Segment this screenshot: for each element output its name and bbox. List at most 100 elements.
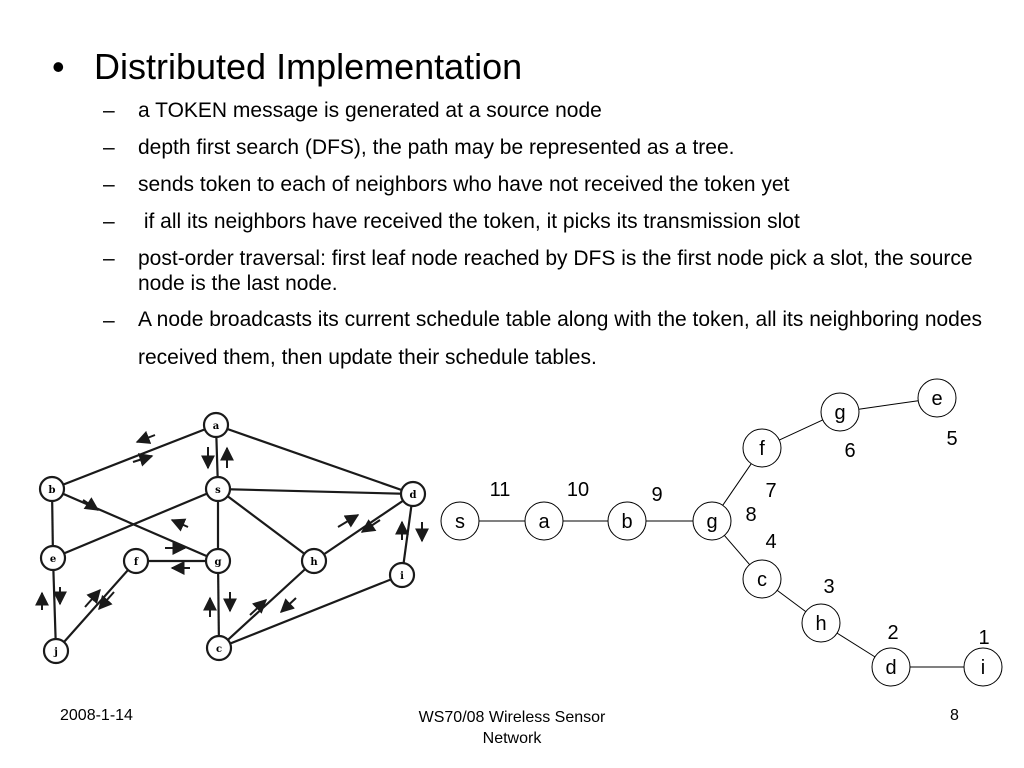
tree-edge xyxy=(724,535,750,565)
token-arrow xyxy=(98,591,115,611)
network-node xyxy=(300,547,328,575)
sub-bullet-text: a TOKEN message is generated at a source… xyxy=(138,99,602,122)
network-edge xyxy=(51,487,219,563)
network-node xyxy=(39,544,67,572)
token-arrow xyxy=(337,514,360,528)
network-node xyxy=(388,561,416,589)
dash-icon: – xyxy=(103,136,115,159)
network-node xyxy=(205,634,233,662)
network-edge xyxy=(215,423,414,496)
dash-icon: – xyxy=(103,309,115,332)
sub-bullet-text: depth first search (DFS), the path may b… xyxy=(138,136,735,159)
token-arrow xyxy=(132,453,154,467)
network-edge xyxy=(216,560,221,649)
network-edge xyxy=(51,423,217,491)
dfs-order-label: 5 xyxy=(946,428,957,450)
dash-icon: – xyxy=(103,173,115,196)
dfs-order-label: 11 xyxy=(490,479,511,501)
dash-icon: – xyxy=(103,247,115,270)
dfs-order-label: 3 xyxy=(823,576,834,598)
dfs-order-label: 7 xyxy=(765,480,776,502)
dfs-order-label: 8 xyxy=(745,504,756,526)
bullet-icon: • xyxy=(52,46,65,87)
network-node-label: i xyxy=(400,571,404,582)
network-node xyxy=(204,475,232,503)
network-edge xyxy=(55,560,137,652)
token-arrow xyxy=(170,518,189,532)
network-node xyxy=(42,637,70,665)
network-node xyxy=(38,475,66,503)
dfs-order-label: 10 xyxy=(567,479,589,501)
tree-node xyxy=(742,428,782,468)
dfs-order-label: 1 xyxy=(978,627,989,649)
network-node-label: h xyxy=(310,557,318,568)
slide-title: Distributed Implementation xyxy=(94,46,523,87)
tree-node xyxy=(742,559,782,599)
dfs-order-label: 9 xyxy=(651,484,662,506)
sub-bullet: –A node broadcasts its current schedule … xyxy=(103,308,983,377)
dfs-tree-edges xyxy=(479,400,964,668)
token-arrow xyxy=(135,430,156,444)
token-arrow xyxy=(84,588,101,608)
tree-edge xyxy=(836,632,876,658)
dfs-order-label: 2 xyxy=(887,622,898,644)
dfs-order-label: 4 xyxy=(765,531,776,553)
sub-bullet: –sends token to each of neighbors who ha… xyxy=(103,172,983,197)
sub-bullet-text: if all its neighbors have received the t… xyxy=(138,210,800,233)
tree-node-label: b xyxy=(621,511,632,533)
tree-node xyxy=(820,392,860,432)
network-node-label: s xyxy=(215,485,221,496)
network-node xyxy=(204,547,232,575)
tree-node-label: e xyxy=(931,388,942,410)
footer-page-number: 8 xyxy=(950,707,959,724)
network-graph-edges xyxy=(50,423,415,652)
network-node-label: g xyxy=(215,557,222,568)
tree-edge xyxy=(722,463,752,506)
tree-node-label: a xyxy=(538,511,550,533)
sub-bullet-text: A node broadcasts its current schedule t… xyxy=(138,308,988,369)
tree-node xyxy=(607,501,647,541)
tree-edge xyxy=(776,589,807,613)
sub-bullet-text: sends token to each of neighbors who hav… xyxy=(138,173,790,196)
sub-bullet: –depth first search (DFS), the path may … xyxy=(103,135,983,160)
dash-icon: – xyxy=(103,210,115,233)
sub-bullet: –post-order traversal: first leaf node r… xyxy=(103,246,983,296)
tree-node-label: h xyxy=(815,613,826,635)
tree-node xyxy=(524,501,564,541)
tree-node xyxy=(963,647,1003,687)
tree-node xyxy=(871,647,911,687)
tree-node xyxy=(917,378,957,418)
tree-node xyxy=(692,501,732,541)
network-edge xyxy=(218,560,315,649)
network-node-label: c xyxy=(216,644,222,655)
network-node-label: f xyxy=(134,557,139,568)
network-edge xyxy=(217,487,414,496)
sub-bullet: –a TOKEN message is generated at a sourc… xyxy=(103,98,983,123)
dfs-token-arrows xyxy=(35,430,429,617)
network-node-label: d xyxy=(410,490,417,501)
network-edge xyxy=(52,487,219,560)
sub-bullet-list: –a TOKEN message is generated at a sourc… xyxy=(103,98,983,389)
tree-node-label: g xyxy=(706,511,717,533)
sub-bullet-text: post-order traversal: first leaf node re… xyxy=(138,247,979,295)
tree-node-label: g xyxy=(834,402,845,424)
network-edge xyxy=(217,488,315,562)
token-arrow xyxy=(82,497,100,511)
footer-date: 2008-1-14 xyxy=(60,707,133,724)
network-node-label: a xyxy=(213,421,220,432)
slide-title-row: • Distributed Implementation xyxy=(52,46,522,88)
network-edge xyxy=(313,493,414,562)
token-arrow xyxy=(249,599,268,616)
network-node-label: b xyxy=(49,485,56,496)
tree-edge xyxy=(858,400,919,410)
tree-edge xyxy=(779,419,823,441)
footer-course: WS70/08 Wireless Sensor Network xyxy=(418,709,606,747)
tree-node-label: s xyxy=(455,511,465,533)
token-arrow xyxy=(360,519,381,533)
network-edge xyxy=(218,573,403,650)
network-node-label: j xyxy=(53,647,58,658)
tree-node-label: d xyxy=(885,657,896,679)
tree-node-label: c xyxy=(757,569,767,591)
